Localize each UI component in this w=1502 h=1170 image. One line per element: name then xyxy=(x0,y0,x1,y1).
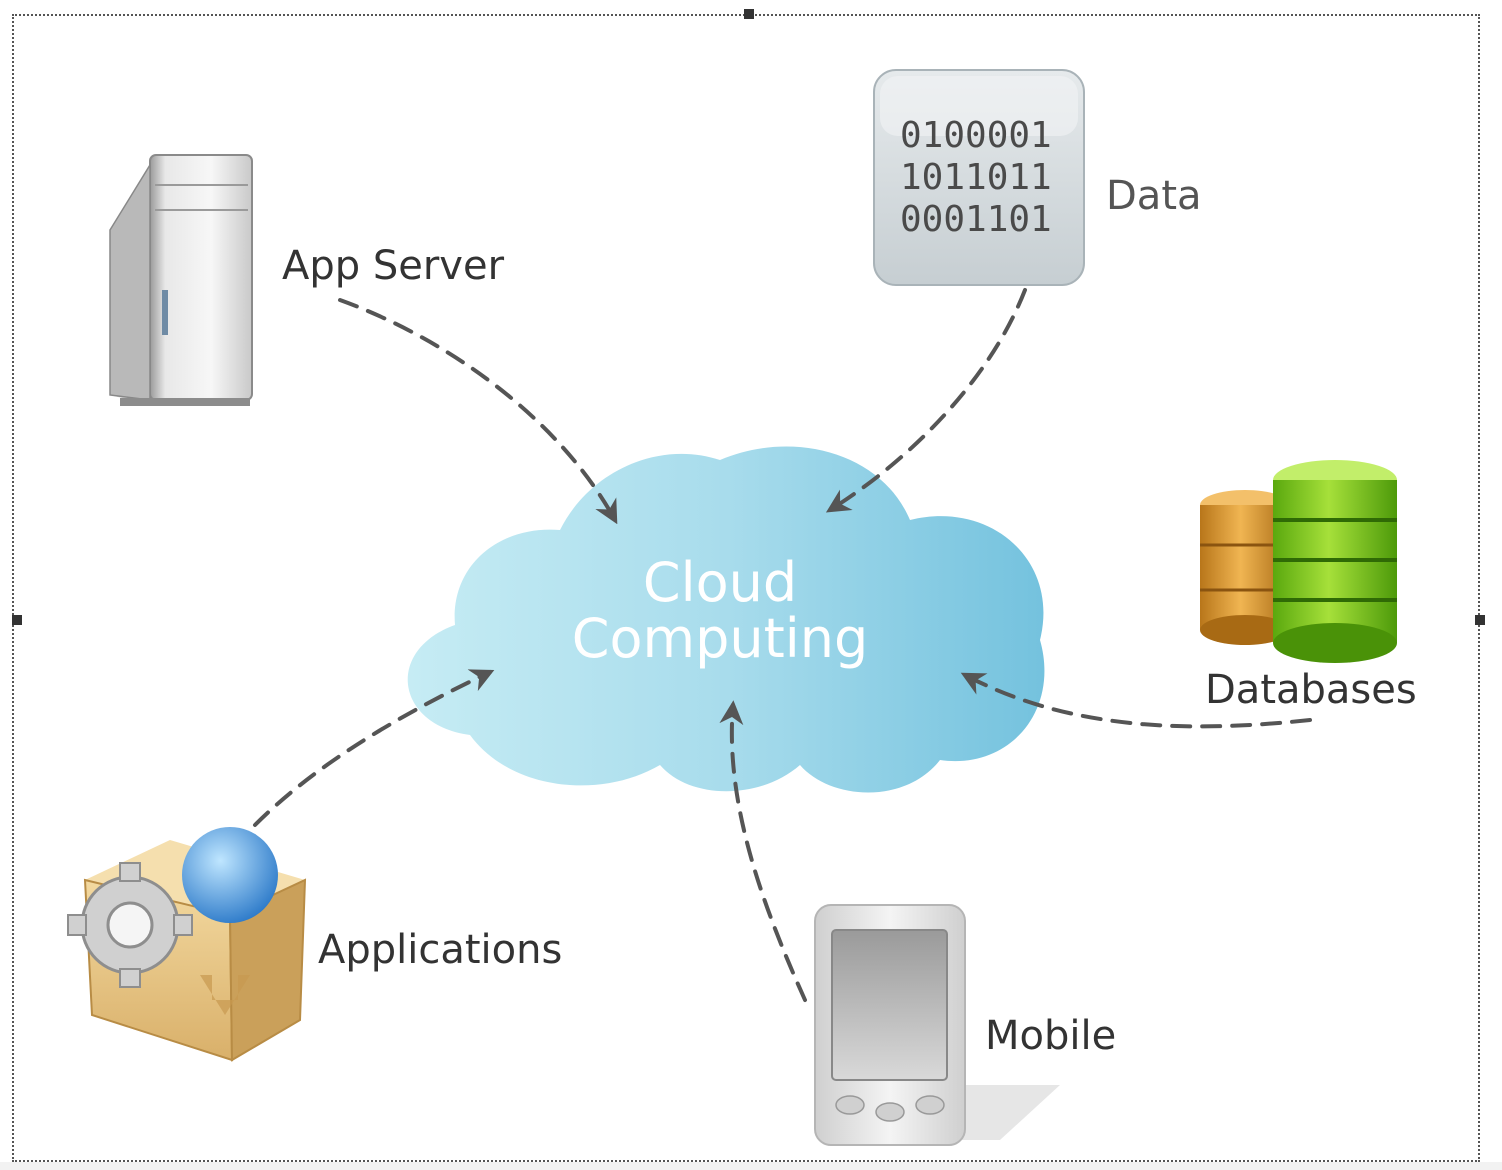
connector-data xyxy=(825,288,1027,513)
binary-line-1: 0100001 xyxy=(900,115,1052,156)
server-tower-icon xyxy=(109,154,253,406)
mobile-device-icon xyxy=(814,904,1060,1146)
connector-databases xyxy=(960,672,1312,729)
cloud-title-line2: Computing xyxy=(571,607,869,670)
binary-data-icon xyxy=(873,69,1085,286)
software-box-icon xyxy=(67,827,307,1062)
resize-handle-left[interactable] xyxy=(12,615,22,625)
data-label: Data xyxy=(1106,173,1202,219)
app-server-label: App Server xyxy=(282,243,505,289)
database-cylinders-icon xyxy=(1200,460,1397,663)
resize-handle-right[interactable] xyxy=(1475,615,1485,625)
databases-label: Databases xyxy=(1205,667,1417,713)
cloud-icon xyxy=(407,446,1045,793)
bottom-strip xyxy=(0,1162,1502,1170)
connector-app-server xyxy=(338,298,618,525)
connector-applications xyxy=(253,669,495,827)
cloud-title-line1: Cloud xyxy=(642,551,798,614)
resize-handle-top[interactable] xyxy=(744,9,754,19)
mobile-label: Mobile xyxy=(985,1013,1117,1059)
connector-mobile xyxy=(719,700,807,1002)
applications-label: Applications xyxy=(318,927,563,973)
cloud-title: Cloud Computing xyxy=(540,555,900,667)
binary-line-2: 1011011 xyxy=(900,157,1052,198)
binary-line-3: 0001101 xyxy=(900,199,1052,240)
